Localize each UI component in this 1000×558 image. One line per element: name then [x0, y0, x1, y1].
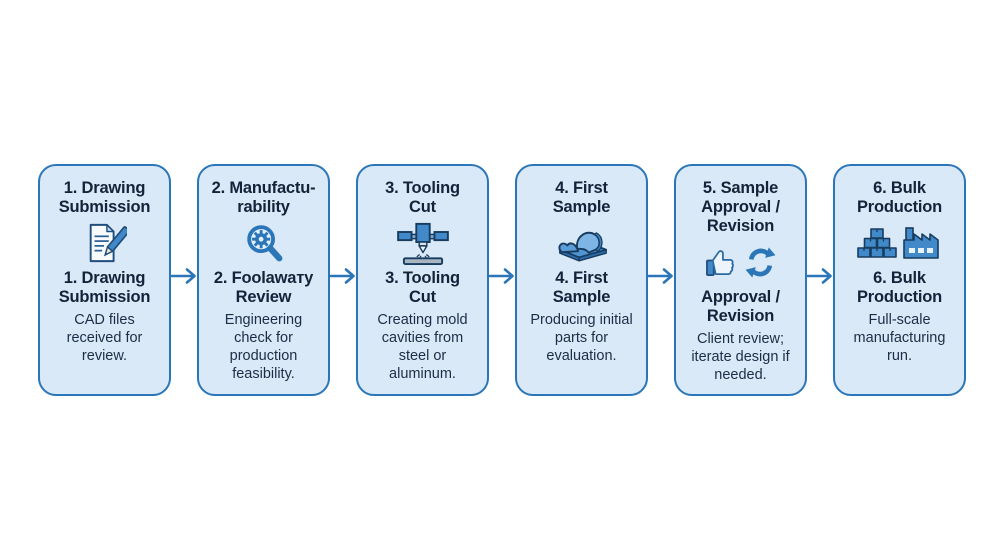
step-title: 6. Bulk Production — [856, 179, 943, 216]
step-description: Engineering check for production feasibi… — [224, 312, 303, 382]
step-subtitle: Approval / Revision — [701, 288, 780, 325]
factory-icon — [902, 226, 939, 259]
step-box-sample-approval-revision: 5. Sample Approval / Revision Approval /… — [674, 164, 807, 396]
step-description: Creating mold cavities from steel or alu… — [377, 312, 468, 382]
arrow-right-icon — [807, 268, 832, 284]
step-box-bulk-production: 6. Bulk Production — [833, 164, 966, 396]
step-description: Client review; iterate design if needed. — [691, 331, 790, 383]
arrow-right-icon — [330, 268, 355, 284]
step-subtitle: 4. First Sample — [552, 269, 611, 306]
step-title: 2. Manufactu- rability — [211, 179, 316, 216]
step-title: 5. Sample Approval / Revision — [701, 179, 780, 235]
step-box-first-sample: 4. First Sample 4. First Sample Producin… — [515, 164, 648, 396]
step-description: Producing initial parts for evaluation. — [530, 312, 633, 364]
refresh-icon — [745, 247, 775, 277]
arrow-right-icon — [171, 268, 196, 284]
molded-part-icon — [557, 231, 607, 262]
cnc-mill-icon — [396, 222, 449, 265]
document-pencil-icon — [89, 223, 127, 263]
step-description: CAD files received for review. — [66, 312, 143, 364]
thumbs-up-icon — [705, 249, 734, 276]
process-flow: 1. Drawing Submission 1. Drawing Su — [38, 164, 966, 396]
step-title: 1. Drawing Submission — [58, 179, 151, 216]
arrow-right-icon — [489, 268, 514, 284]
step-box-tooling-cut: 3. Tooling Cut 3. Tooling Cut Creat — [356, 164, 489, 396]
step-subtitle: 3. Tooling Cut — [385, 269, 460, 306]
arrow-right-icon — [648, 268, 673, 284]
stacked-boxes-icon — [856, 227, 897, 258]
step-box-drawing-submission: 1. Drawing Submission 1. Drawing Su — [38, 164, 171, 396]
step-title: 3. Tooling Cut — [385, 179, 460, 216]
magnifier-gear-icon — [246, 225, 282, 262]
step-description: Full-scale manufacturing run. — [853, 312, 946, 364]
step-subtitle: 6. Bulk Production — [856, 269, 943, 306]
step-subtitle: 1. Drawing Submission — [58, 269, 151, 306]
step-title: 4. First Sample — [552, 179, 611, 216]
step-box-manufacturability-review: 2. Manufactu- rability — [197, 164, 330, 396]
step-subtitle: 2. Foolawaтy Review — [213, 269, 314, 306]
